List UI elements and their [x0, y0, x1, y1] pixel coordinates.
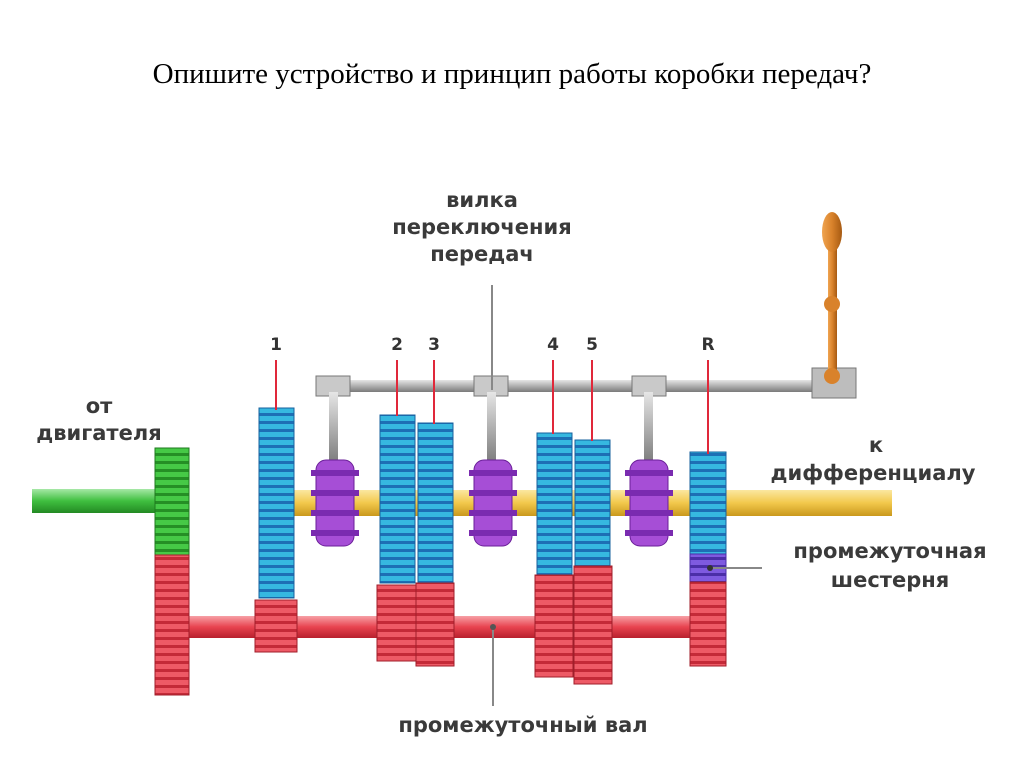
fork-label-line3: передач [430, 242, 534, 266]
gear-number-3: 3 [428, 335, 440, 355]
countershaft-label: промежуточный вал [398, 713, 647, 737]
idler-gear-label-line2: шестерня [831, 568, 949, 592]
gear-number-reverse: R [701, 335, 714, 355]
countershaft-drive-gear [154, 554, 190, 696]
differential-label-line2: дифференциалу [771, 461, 976, 485]
synchronizer-teeth [311, 470, 673, 536]
gear-number-2: 2 [391, 335, 403, 355]
engine-label-line1: от [86, 394, 113, 418]
fork-label-line1: вилка [446, 188, 518, 212]
idler-pointer-dot [707, 565, 713, 571]
input-shaft [32, 489, 164, 513]
gear-number-5: 5 [586, 335, 598, 355]
idler-gear-label-line1: промежуточная [793, 539, 986, 563]
synchronizers [315, 459, 669, 547]
gear-1 [254, 407, 298, 653]
shift-rod [318, 380, 818, 392]
lever-knob [822, 212, 842, 252]
gear-reverse [689, 451, 727, 667]
differential-label-line1: к [869, 433, 883, 457]
gear-number-4: 4 [547, 335, 559, 355]
gear-4 [534, 432, 574, 678]
countershaft-pointer-dot [490, 624, 496, 630]
engine-label-line2: двигателя [36, 421, 161, 445]
gear-number-1: 1 [270, 335, 282, 355]
gear-2 [376, 414, 418, 662]
lever-pivot [824, 368, 840, 384]
fork-stems [329, 392, 653, 464]
gear-3 [415, 422, 455, 667]
fork-label-line2: переключения [392, 215, 571, 239]
page-title: Опишите устройство и принцип работы коро… [152, 58, 872, 90]
gear-5 [573, 439, 613, 685]
input-gear [154, 447, 190, 556]
gear-number-pointers [275, 360, 709, 454]
lever-joint [824, 296, 840, 312]
